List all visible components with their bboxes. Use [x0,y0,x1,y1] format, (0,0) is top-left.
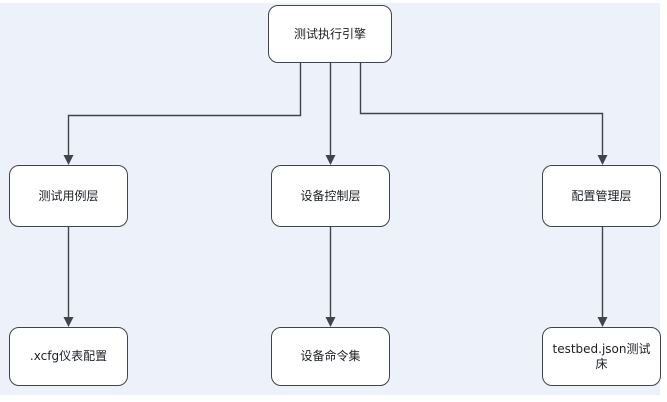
node-test-execution-engine: 测试执行引擎 [268,5,392,63]
node-label: 配置管理层 [571,188,632,203]
node-label: .xcfg仪表配置 [29,349,108,364]
node-test-case-layer: 测试用例层 [9,165,128,227]
node-xcfg-instrument-config: .xcfg仪表配置 [9,327,128,386]
node-testbed-json-testbed: testbed.json测试床 [542,327,661,386]
node-label: testbed.json测试床 [552,342,651,371]
node-label: 测试用例层 [38,188,99,203]
node-config-management-layer: 配置管理层 [542,165,661,227]
node-device-command-set: 设备命令集 [271,327,390,386]
node-label: 测试执行引擎 [293,26,366,41]
node-label: 设备命令集 [300,349,361,364]
node-label: 设备控制层 [300,188,361,203]
node-device-control-layer: 设备控制层 [271,165,390,227]
